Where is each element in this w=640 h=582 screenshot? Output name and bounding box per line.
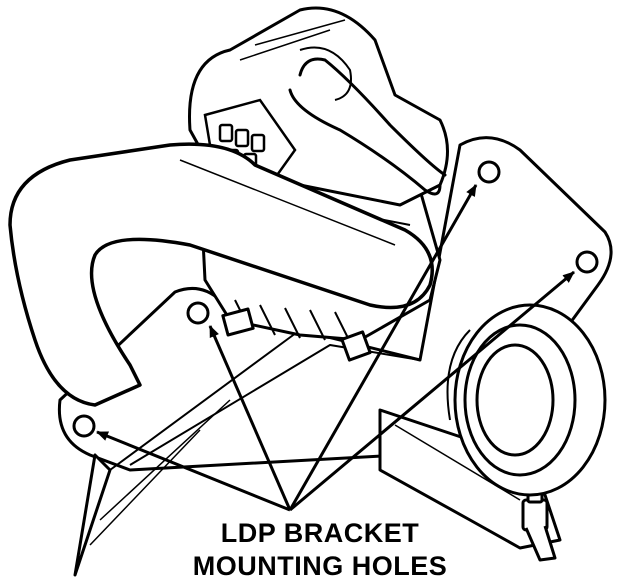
mounting-hole [575, 250, 599, 274]
leader-arrow [96, 430, 291, 512]
leader-arrow [289, 270, 575, 512]
mounting-holes [72, 160, 599, 438]
large-hose [8, 142, 434, 407]
leader-arrow [288, 184, 478, 511]
mounting-hole [186, 301, 210, 325]
callout-label-line-2: MOUNTING HOLES [192, 551, 448, 581]
mounting-hole [72, 414, 96, 438]
leader-arrows [96, 184, 575, 512]
filter-canister [446, 303, 607, 497]
leader-arrow [208, 325, 292, 511]
mounting-hole [477, 160, 501, 184]
vacuum-hose [288, 57, 447, 196]
callout-label-line-1: LDP BRACKET [220, 518, 420, 548]
